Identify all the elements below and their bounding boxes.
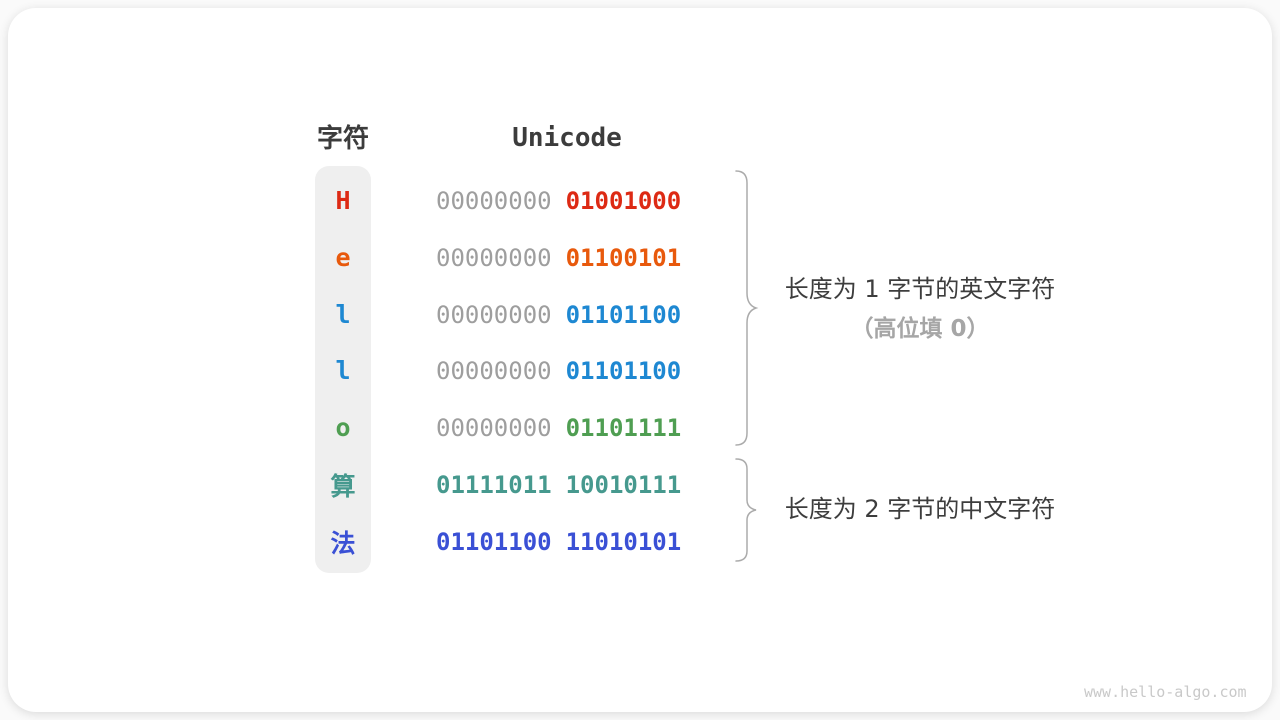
unicode-bytes: 01111011 10010111 — [436, 471, 681, 499]
byte-high: 00000000 — [436, 356, 552, 385]
byte-low: 10010111 — [565, 470, 682, 499]
table-row: l 00000000 01101100 — [315, 286, 735, 343]
byte-low: 01001000 — [565, 186, 682, 215]
annotation-line: 长度为 1 字节的英文字符 — [784, 275, 1056, 303]
character-cell: 法 — [330, 528, 356, 558]
table-row: 法 01101100 11010101 — [315, 513, 735, 570]
annotation-line: 长度为 2 字节的中文字符 — [784, 495, 1056, 523]
diagram-card: 字符 Unicode H 00000000 01001000 e 0000000… — [8, 8, 1272, 712]
byte-low: 01101100 — [565, 300, 682, 329]
byte-high: 00000000 — [436, 300, 552, 329]
table-row: o 00000000 01101111 — [315, 399, 735, 456]
character-cell: 算 — [330, 471, 356, 501]
character-column-background — [315, 166, 371, 573]
byte-low: 11010101 — [565, 527, 682, 556]
byte-high: 01111011 — [436, 470, 552, 499]
byte-low: 01100101 — [565, 243, 682, 272]
byte-low: 01101111 — [565, 413, 682, 442]
unicode-bytes: 00000000 01101100 — [436, 301, 681, 329]
table-row: H 00000000 01001000 — [315, 172, 735, 229]
column-header-char: 字符 — [316, 124, 369, 154]
byte-high: 00000000 — [436, 186, 552, 215]
character-cell: H — [335, 186, 351, 215]
brace-chinese-group — [735, 458, 757, 562]
table-row: e 00000000 01100101 — [315, 229, 735, 286]
table-row: 算 01111011 10010111 — [315, 456, 735, 513]
annotation-subline: （高位填 0） — [850, 316, 990, 342]
annotation-chinese-chars: 长度为 2 字节的中文字符 — [765, 494, 1075, 524]
brace-english-group — [735, 170, 759, 446]
byte-high: 00000000 — [436, 413, 552, 442]
character-cell: e — [335, 243, 351, 272]
column-header-unicode: Unicode — [512, 123, 622, 153]
byte-high: 00000000 — [436, 243, 552, 272]
annotation-english-chars: 长度为 1 字节的英文字符 （高位填 0） — [765, 274, 1075, 344]
unicode-bytes: 01101100 11010101 — [436, 528, 681, 556]
unicode-bytes: 00000000 01100101 — [436, 244, 681, 272]
unicode-bytes: 00000000 01101100 — [436, 357, 681, 385]
character-cell: l — [335, 300, 351, 329]
byte-low: 01101100 — [565, 356, 682, 385]
unicode-bytes: 00000000 01001000 — [436, 187, 681, 215]
character-cell: l — [335, 356, 351, 385]
watermark-url: www.hello-algo.com — [1084, 683, 1247, 701]
table-row: l 00000000 01101100 — [315, 342, 735, 399]
unicode-bytes: 00000000 01101111 — [436, 414, 681, 442]
character-cell: o — [335, 413, 351, 442]
byte-high: 01101100 — [436, 527, 552, 556]
